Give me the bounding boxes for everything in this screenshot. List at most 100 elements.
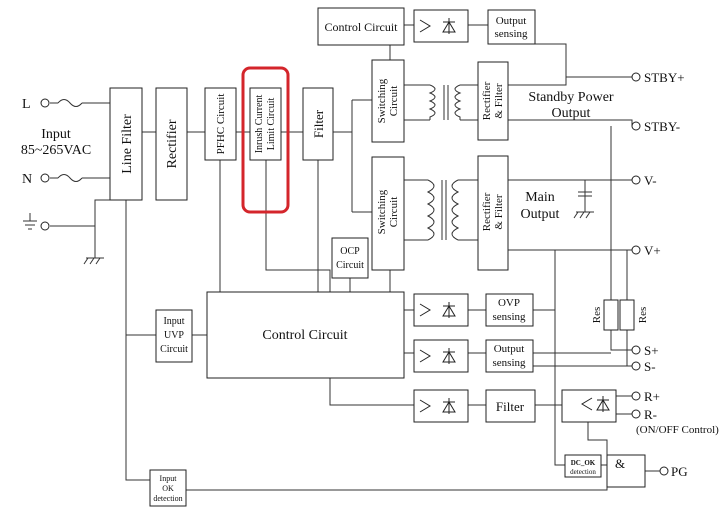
svg-text:Line Filter: Line Filter (120, 114, 135, 174)
svg-text:R+: R+ (644, 389, 660, 404)
svg-text:Input: Input (163, 316, 184, 327)
svg-text:Rectifier: Rectifier (165, 119, 180, 168)
svg-text:Inrush Current: Inrush Current (254, 94, 265, 153)
label-l: L (22, 97, 31, 112)
svg-text:Res: Res (591, 307, 603, 324)
label-standby-1: Standby Power (528, 90, 614, 105)
svg-text:STBY+: STBY+ (644, 70, 685, 85)
terminal-stby-minus: STBY- (631, 119, 680, 134)
svg-text:Output: Output (496, 15, 527, 27)
label-input: Input (41, 127, 71, 142)
svg-text:UVP: UVP (164, 330, 184, 341)
svg-text:Output: Output (494, 343, 525, 355)
label-main-1: Main (525, 190, 555, 205)
svg-text:Circuit: Circuit (388, 86, 400, 117)
optocoupler-icon (413, 389, 469, 423)
svg-text:Switching: Switching (376, 189, 388, 234)
terminal-s-minus: S- (631, 359, 656, 374)
terminal-v-minus: V- (631, 173, 657, 188)
terminal-pg: PG (659, 464, 688, 479)
filter-block: Filter (302, 87, 334, 161)
terminal-earth (40, 221, 50, 231)
svg-text:detection: detection (570, 468, 596, 476)
res-2-block: Res (619, 299, 649, 331)
ocp-circuit-block: OCP Circuit (331, 237, 369, 279)
svg-text:DC_OK: DC_OK (571, 459, 596, 467)
ovp-sensing-block: OVP sensing (485, 293, 534, 327)
svg-text:Circuit: Circuit (388, 197, 400, 228)
label-main-2: Output (521, 207, 560, 222)
svg-text:Switching: Switching (376, 78, 388, 123)
line-filter-block: Line Filter (109, 87, 143, 201)
input-uvp-block: Input UVP Circuit (155, 309, 193, 363)
fuse-l-icon (57, 99, 83, 107)
terminal-stby-plus: STBY+ (631, 70, 685, 85)
svg-text:V-: V- (644, 173, 657, 188)
terminal-s-plus: S+ (631, 343, 659, 358)
filter-bottom-block: Filter (485, 389, 536, 423)
svg-text:R-: R- (644, 407, 657, 422)
chassis-ground-icon (83, 257, 104, 265)
label-onoff-control: (ON/OFF Control) (636, 424, 719, 436)
svg-text:V+: V+ (644, 243, 661, 258)
transformer-main-icon (426, 179, 460, 241)
rectifier-filter-main-block: Rectifier & Filter (477, 155, 509, 271)
svg-text:Circuit: Circuit (336, 260, 364, 271)
svg-text:OK: OK (162, 484, 174, 493)
highlight-frame (241, 66, 290, 214)
svg-text:OCP: OCP (340, 246, 360, 257)
dc-ok-detection-block: DC_OK detection (564, 454, 602, 478)
terminal-v-plus: V+ (631, 243, 661, 258)
input-ok-detection-block: Input OK detection (149, 469, 187, 507)
svg-text:PFHC Circuit: PFHC Circuit (215, 94, 227, 155)
inrush-current-block: Inrush Current Limit Circuit (249, 87, 282, 161)
earth-icon (23, 213, 37, 230)
switching-circuit-main-block: Switching Circuit (371, 156, 405, 271)
chassis-ground-icon (573, 211, 594, 219)
wires (50, 24, 660, 491)
terminal-n (40, 173, 50, 183)
svg-text:detection: detection (153, 494, 182, 503)
svg-text:& Filter: & Filter (493, 194, 505, 229)
svg-text:Circuit: Circuit (160, 344, 188, 355)
svg-text:Input: Input (160, 474, 178, 483)
rectifier-block: Rectifier (155, 87, 188, 201)
transformer-standby-icon (428, 84, 462, 120)
optocoupler-icon (413, 293, 469, 327)
label-voltage-range: 85~265VAC (21, 143, 91, 158)
svg-text:Res: Res (637, 307, 649, 324)
svg-text:sensing: sensing (493, 357, 527, 369)
optocoupler-icon (413, 339, 469, 373)
svg-text:Limit Circuit: Limit Circuit (266, 98, 277, 151)
terminal-l (40, 98, 50, 108)
terminal-r-plus: R+ (631, 389, 660, 404)
svg-text:Filter: Filter (311, 109, 326, 138)
svg-text:Control Circuit: Control Circuit (262, 328, 347, 343)
svg-text:PG: PG (671, 464, 688, 479)
svg-text:sensing: sensing (495, 28, 529, 40)
res-1-block: Res (591, 299, 619, 331)
svg-text:STBY-: STBY- (644, 119, 680, 134)
control-circuit-top-block: Control Circuit (317, 7, 405, 46)
svg-text:sensing: sensing (493, 311, 527, 323)
svg-text:Rectifier: Rectifier (481, 192, 493, 231)
svg-text:Control Circuit: Control Circuit (325, 20, 399, 34)
label-n: N (22, 172, 32, 187)
and-gate-block: & (606, 454, 646, 488)
pfhc-block: PFHC Circuit (204, 87, 237, 161)
svg-text:& Filter: & Filter (493, 83, 505, 118)
svg-text:Rectifier: Rectifier (481, 81, 493, 120)
output-sensing-top-block: Output sensing (487, 9, 536, 45)
control-circuit-main-block: Control Circuit (206, 291, 405, 379)
switching-circuit-standby-block: Switching Circuit (371, 59, 405, 143)
output-sensing-block: Output sensing (485, 339, 534, 373)
svg-text:OVP: OVP (498, 297, 520, 309)
optocoupler-icon (561, 389, 617, 423)
svg-text:S+: S+ (644, 343, 659, 358)
rectifier-filter-standby-block: Rectifier & Filter (477, 61, 509, 141)
label-standby-2: Output (552, 106, 591, 121)
terminal-r-minus: R- (631, 407, 657, 422)
svg-text:S-: S- (644, 359, 656, 374)
